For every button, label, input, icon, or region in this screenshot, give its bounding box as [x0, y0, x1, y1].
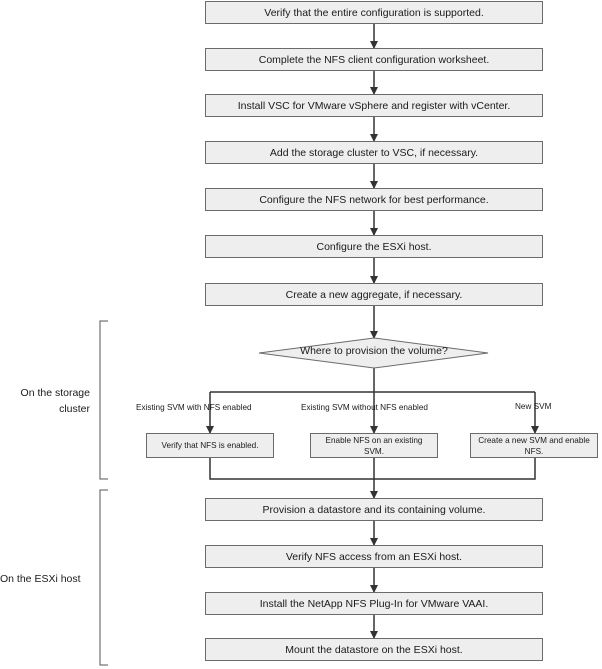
action-create-new-svm: Create a new SVM and enable NFS. [470, 433, 598, 458]
line-connector [209, 458, 536, 480]
branch-label-existing-nfs-enabled: Existing SVM with NFS enabled [136, 403, 252, 412]
esxi-host-bracket [99, 489, 108, 666]
step-create-aggregate: Create a new aggregate, if necessary. [205, 283, 543, 306]
step-install-vsc: Install VSC for VMware vSphere and regis… [205, 94, 543, 117]
step-provision-datastore: Provision a datastore and its containing… [205, 498, 543, 521]
decision-label: Where to provision the volume? [300, 345, 448, 357]
branch-label-existing-nfs-disabled: Existing SVM without NFS enabled [301, 403, 428, 412]
side-label-storage-cluster: On the storage cluster [20, 387, 90, 415]
step-add-storage-cluster: Add the storage cluster to VSC, if neces… [205, 141, 543, 164]
step-verify-nfs-access: Verify NFS access from an ESXi host. [205, 545, 543, 568]
side-label-esxi-host: On the ESXi host [0, 573, 81, 585]
branch-label-new-svm: New SVM [515, 402, 552, 411]
action-enable-nfs-existing-svm: Enable NFS on an existing SVM. [310, 433, 438, 458]
storage-cluster-bracket [99, 320, 108, 480]
action-verify-nfs-enabled: Verify that NFS is enabled. [146, 433, 274, 458]
step-complete-worksheet: Complete the NFS client configuration wo… [205, 48, 543, 71]
step-configure-nfs-network: Configure the NFS network for best perfo… [205, 188, 543, 211]
step-mount-datastore: Mount the datastore on the ESXi host. [205, 638, 543, 661]
step-install-nfs-plugin: Install the NetApp NFS Plug-In for VMwar… [205, 592, 543, 615]
step-verify-configuration: Verify that the entire configuration is … [205, 1, 543, 24]
decision-diamond [258, 337, 489, 369]
step-configure-esxi-host: Configure the ESXi host. [205, 235, 543, 258]
